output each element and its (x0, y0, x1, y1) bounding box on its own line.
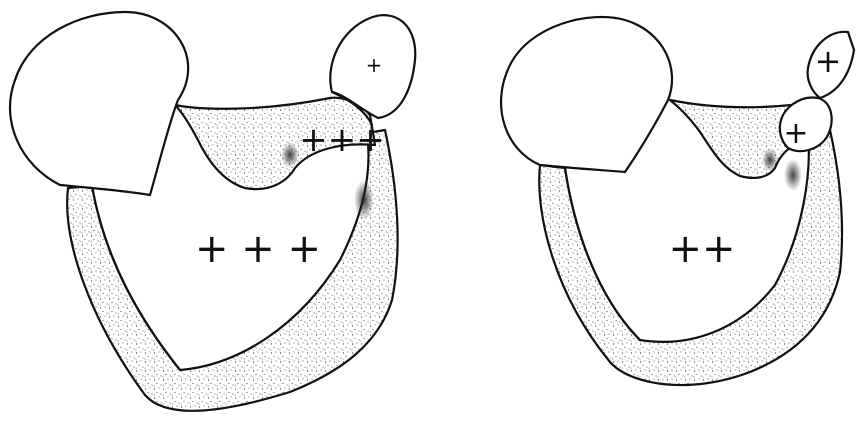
right-outflow-mark: + (783, 116, 808, 151)
right-heart-diagram: + + ++ (501, 17, 854, 385)
left-atrium-mark: + (366, 53, 383, 77)
right-atrium-mark: + (815, 42, 842, 80)
left-atrium (10, 12, 188, 195)
right-pouch-shading (762, 148, 778, 172)
right-wall-shading (784, 159, 802, 191)
left-ventricle-mark: + + + (195, 226, 321, 272)
right-atrium (501, 17, 672, 172)
left-pouch-shading (281, 142, 299, 168)
left-wall-shading (354, 180, 374, 220)
left-outflow-mark: +++ (299, 120, 384, 160)
left-heart-diagram: + +++ + + + (10, 12, 415, 411)
right-ventricle-mark: ++ (668, 226, 735, 272)
